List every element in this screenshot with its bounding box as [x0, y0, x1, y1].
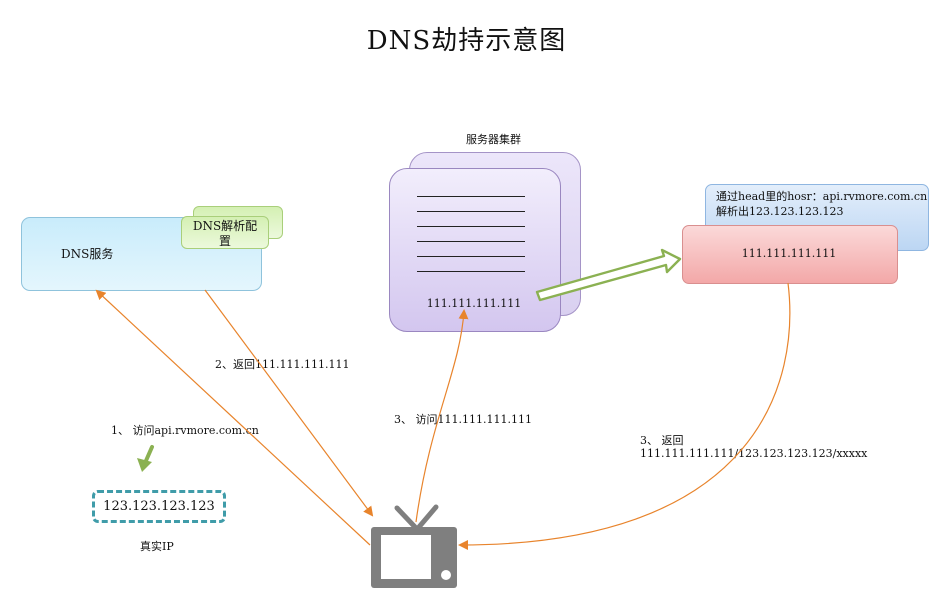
step3-visit-label: 3、 访问111.111.111.111	[394, 413, 532, 426]
server-rack-line	[417, 226, 525, 227]
real-ip-box: 123.123.123.123	[92, 490, 226, 523]
server-rack-line	[417, 241, 525, 242]
server-cluster-label: 服务器集群	[466, 133, 521, 146]
server-rack-line	[417, 211, 525, 212]
tv-icon	[371, 504, 457, 588]
server-cluster-ip: 111.111.111.111	[426, 297, 522, 310]
arrow-dns-return	[204, 289, 374, 517]
host-resolve-line1: 通过head里的hosr：api.rvmore.com.cn	[716, 190, 928, 203]
step3-return-label: 3、 返回	[640, 434, 684, 447]
host-resolve-line2: 解析出123.123.123.123	[716, 205, 844, 218]
step3-return-path: 111.111.111.111/123.123.123.123/xxxxx	[640, 447, 868, 460]
server-rack-line	[417, 196, 525, 197]
dns-service-label: DNS服务	[61, 247, 114, 261]
target-server-ip: 111.111.111.111	[741, 247, 837, 260]
step2-label: 2、返回111.111.111.111	[215, 358, 350, 371]
target-server-box	[682, 225, 898, 284]
step1-label: 1、 访问api.rvmore.com.cn	[111, 424, 259, 437]
arrow-server-return	[458, 282, 791, 550]
down-arrow-icon	[137, 445, 154, 472]
dns-config-line1: DNS解析配	[192, 219, 258, 233]
host-resolve-text: 通过head里的hosr：api.rvmore.com.cn 解析出123.12…	[716, 189, 927, 219]
server-rack-line	[417, 256, 525, 257]
arrow-visit-server	[415, 309, 469, 523]
real-ip-label: 真实IP	[140, 540, 174, 553]
server-front-card	[389, 168, 561, 332]
forward-arrow	[535, 248, 682, 302]
diagram-title: DNS劫持示意图	[366, 26, 567, 56]
dns-config-line2: 置	[218, 234, 231, 248]
arrow-visit-dns	[95, 289, 371, 546]
dns-config-card: DNS解析配 置	[181, 216, 269, 249]
server-rack-line	[417, 271, 525, 272]
